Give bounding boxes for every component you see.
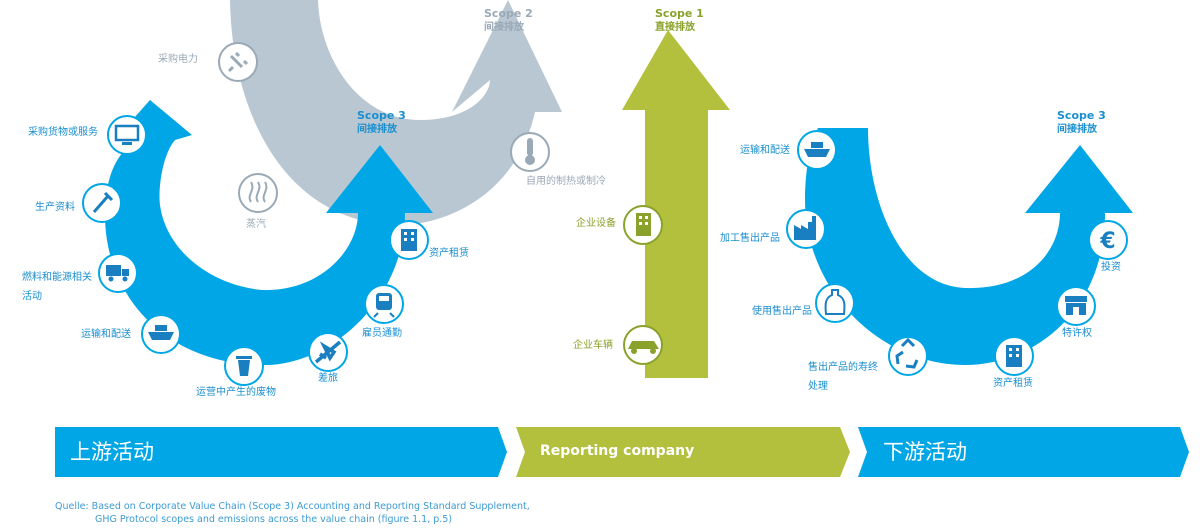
label-waste: 运营中产生的废物 (196, 387, 276, 398)
bottle-icon (815, 283, 855, 323)
scope1-title: Scope 1 (655, 7, 704, 20)
shop-icon (1056, 286, 1096, 326)
recycle-icon (888, 336, 928, 376)
building-icon (389, 220, 429, 260)
car-icon (623, 325, 663, 365)
label-heating-cooling: 自用的制热或制冷 (526, 176, 606, 187)
label-purchased-electricity: 采购电力 (158, 54, 198, 65)
label-steam: 蒸汽 (246, 219, 266, 230)
label-investments: 投资 (1101, 262, 1121, 273)
source-line-2: GHG Protocol scopes and emissions across… (95, 514, 453, 525)
label-business-travel: 差旅 (318, 373, 338, 384)
scope3-downstream-heading: Scope 3 间接排放 (1057, 109, 1106, 137)
label-downstream-transport: 运输和配送 (740, 145, 790, 156)
scope2-heading: Scope 2 间接排放 (484, 7, 533, 35)
label-upstream-transport: 运输和配送 (81, 329, 131, 340)
label-employee-commuting: 雇员通勤 (362, 328, 402, 339)
scope1-subtitle: 直接排放 (655, 22, 695, 33)
band-company-label: Reporting company (540, 443, 695, 459)
train-icon (364, 284, 404, 324)
scope3-downstream-arc (805, 128, 1133, 365)
scope3-downstream-subtitle: 间接排放 (1057, 124, 1097, 135)
source-line-1: Quelle: Based on Corporate Value Chain (… (55, 501, 530, 512)
label-upstream-leased-assets: 资产租赁 (429, 248, 469, 259)
label-end-of-life-2: 处理 (808, 381, 828, 392)
ship-icon (141, 314, 181, 354)
scope3-upstream-heading: Scope 3 间接排放 (357, 109, 406, 137)
band-arrows (55, 427, 1189, 477)
label-franchises: 特许权 (1062, 328, 1092, 339)
trash-icon (224, 346, 264, 386)
monitor-icon (107, 115, 147, 155)
pen-tool-icon (82, 183, 122, 223)
scope3-upstream-title: Scope 3 (357, 109, 406, 122)
airplane-icon (308, 332, 348, 372)
scope3-upstream-arc (105, 100, 433, 365)
scope1-heading: Scope 1 直接排放 (655, 7, 704, 35)
label-downstream-leased-assets: 资产租赁 (993, 378, 1033, 389)
label-processing-sold-products: 加工售出产品 (720, 233, 780, 244)
ship-icon (797, 130, 837, 170)
label-end-of-life-1: 售出产品的寿终 (808, 362, 878, 373)
label-fuel-energy-1: 燃料和能源相关 (22, 272, 92, 283)
scope1-arrow (622, 30, 730, 378)
label-use-sold-products: 使用售出产品 (752, 306, 812, 317)
band-upstream-label: 上游活动 (70, 440, 154, 464)
svg-text:€: € (1099, 229, 1115, 254)
scope3-upstream-subtitle: 间接排放 (357, 124, 397, 135)
truck-icon (98, 253, 138, 293)
scope2-subtitle: 间接排放 (484, 22, 524, 33)
label-purchased-goods: 采购货物或服务 (28, 127, 98, 138)
factory-icon (786, 209, 826, 249)
scope2-title: Scope 2 (484, 7, 533, 20)
building-icon (623, 205, 663, 245)
label-capital-goods: 生产资料 (35, 202, 75, 213)
thermometer-icon (510, 132, 550, 172)
label-company-vehicles: 企业车辆 (573, 340, 613, 351)
source-note: Quelle: Based on Corporate Value Chain (… (55, 500, 530, 526)
plug-icon (218, 42, 258, 82)
building-icon (994, 336, 1034, 376)
scope3-downstream-title: Scope 3 (1057, 109, 1106, 122)
label-company-facilities: 企业设备 (576, 218, 616, 229)
euro-icon: € (1088, 220, 1128, 260)
label-fuel-energy-2: 活动 (22, 291, 42, 302)
band-downstream-label: 下游活动 (883, 440, 967, 464)
steam-icon (238, 173, 278, 213)
scope2-arc (230, 0, 562, 225)
